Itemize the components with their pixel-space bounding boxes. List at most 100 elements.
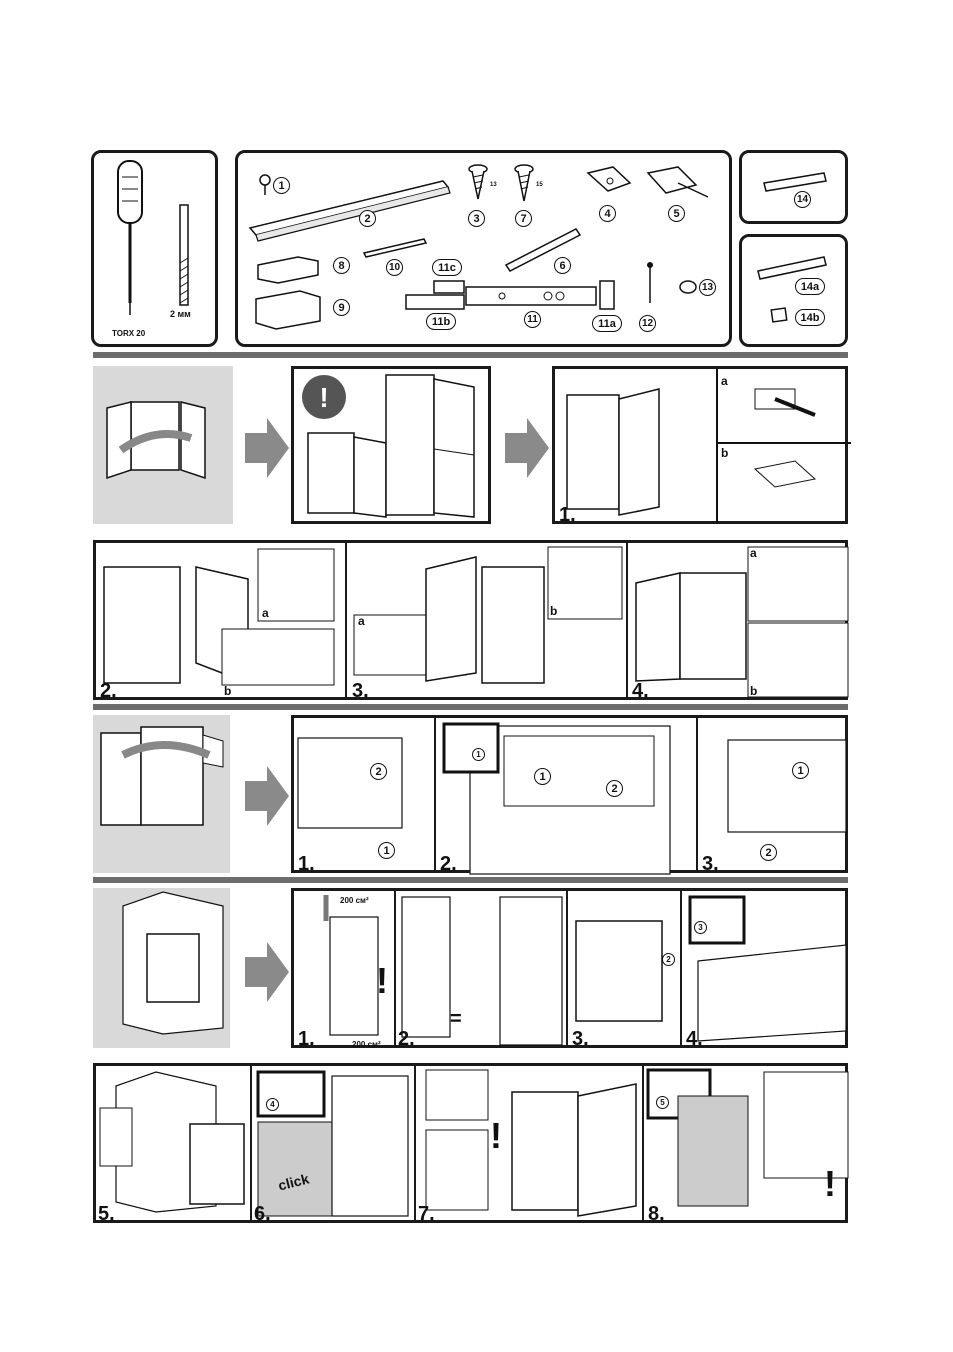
part-label-14: 14 [794,191,811,208]
door-change-overview [93,366,233,524]
step-number: 2. [100,681,117,701]
arrow-right-icon [245,766,289,826]
warning-mark: ! [490,1118,502,1154]
door-hinge-steps: 2. 3. 4. a b a b a b [93,540,848,700]
installation-overview [93,888,230,1048]
step-3-drawing [354,547,622,683]
cover-9-icon [256,291,320,329]
callout-1: 1 [534,768,551,785]
callout-1: 1 [472,748,485,761]
detail-label-b: b [750,685,757,697]
drill-label: 2 мм [170,310,191,318]
part-label-14a: 14a [795,278,825,295]
step-number: 4. [632,681,649,701]
part-label-11a: 11a [592,315,622,332]
callout-2: 2 [760,844,777,861]
trim-parts-panel: 14a 14b [739,234,848,347]
part-label-7: 7 [515,210,532,227]
vent-area-top: 200 см² [340,897,369,905]
cap-icon [680,281,696,293]
installation-steps-1-4: 1. 2. 3. 4. 200 см² 200 см² ! = 2 3 [291,888,848,1048]
step-number: 1. [559,505,576,525]
step-number: 8. [648,1204,665,1224]
callout-5: 5 [656,1096,669,1109]
part-label-14b: 14b [795,309,825,326]
part-label-9: 9 [333,299,350,316]
step-number: 3. [572,1029,589,1049]
step-4-drawing [636,547,848,697]
detail-label-b: b [721,447,728,459]
screw-13-icon [469,165,487,199]
arrow-right-icon [245,942,289,1002]
fridge-open-icon [567,389,659,515]
warning-mark: ! [376,963,388,999]
part-label-3: 3 [468,210,485,227]
parts-drawing [238,153,735,350]
step-2-drawing [104,549,334,685]
svg-text:!: ! [319,382,328,413]
callout-4: 4 [266,1098,279,1111]
section-divider-1 [93,352,848,358]
hinge-clip-icon [648,167,708,197]
trim-strip-icon [742,153,851,227]
callout-3: 3 [694,921,707,934]
detail-label-a: a [750,547,757,559]
warning-appliances: ! [291,366,491,524]
hinge-screw-detail-icon [755,389,815,415]
part-label-11: 11 [524,311,541,328]
warning-mark: ! [824,1166,836,1202]
part-label-11b: 11b [426,313,456,330]
callout-2: 2 [370,763,387,780]
slide-assembly-icon [406,281,614,309]
part-label-2: 2 [359,210,376,227]
step-number: 3. [702,854,719,874]
step-number: 4. [686,1029,703,1049]
trim-strip-set-icon [742,237,851,350]
drill-bit-icon [94,153,221,350]
tools-panel: TORX 20 2 мм [91,150,218,347]
step-1-remove-door: 1. a b [552,366,848,524]
step-number: 7. [418,1204,435,1224]
arrow-right-icon [505,418,549,478]
part-label-12: 12 [639,315,656,332]
screwdriver-label: TORX 20 [112,330,145,338]
small-fridge-icon [308,433,386,517]
tall-fridge-icon [386,375,474,517]
callout-2: 2 [662,953,675,966]
cabinet-installation-drawing [93,888,230,1048]
part-label-13: 13 [699,279,716,296]
part-label-4: 4 [599,205,616,222]
trim-panel: 14 [739,150,848,224]
detail-label-b: b [550,605,557,617]
door-reversal-overview [93,715,230,873]
parts-panel: 1 2 3 7 4 5 8 9 10 11c 6 11b 11 11a 12 1… [235,150,732,347]
callout-1: 1 [792,762,809,779]
nail-icon [647,262,653,303]
detail-label-a: a [358,615,365,627]
detail-label-b: b [224,685,231,697]
strip-icon [364,239,426,257]
part-label-8: 8 [333,257,350,274]
part-label-11c: 11c [432,259,462,276]
part-label-6: 6 [554,257,571,274]
step-number: 2. [440,854,457,874]
step-number: 6. [254,1204,271,1224]
screw-13-length: 13 [490,181,497,189]
screw-15-icon [515,165,533,201]
vent-area-bottom: 200 см² [352,1041,381,1049]
part-label-1: 1 [273,177,290,194]
bracket-icon [588,167,630,191]
callout-1: 1 [378,842,395,859]
fridge-door-swap-drawing [93,366,233,524]
step-number: 5. [98,1204,115,1224]
detail-label-a: a [721,375,728,387]
section-divider-3 [93,877,848,883]
step-number: 2. [398,1029,415,1049]
step-number: 1. [298,854,315,874]
small-screw-icon [260,175,270,195]
door-reversal-drawing [93,715,230,873]
detail-label-a: a [262,607,269,619]
callout-2: 2 [606,780,623,797]
section-divider-2 [93,704,848,710]
step-number: 3. [352,681,369,701]
